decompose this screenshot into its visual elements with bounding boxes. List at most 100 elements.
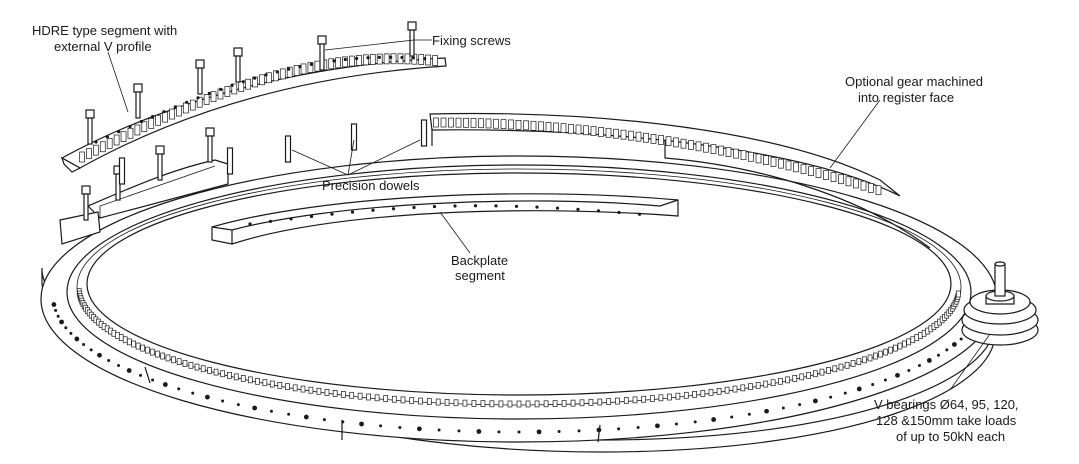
hdre-hole	[105, 135, 109, 139]
mounting-hole	[221, 399, 225, 403]
rack-tooth	[956, 290, 961, 298]
rack-tooth	[862, 356, 867, 364]
rack-tooth	[588, 399, 594, 406]
mounting-hole	[59, 319, 64, 325]
precision-dowels	[118, 119, 428, 185]
rack-tooth	[498, 400, 504, 408]
hdre-tooth	[335, 57, 342, 69]
gear-tooth	[673, 137, 679, 148]
rack-tooth	[826, 367, 831, 374]
rack-tooth	[902, 340, 907, 348]
rack-tooth	[579, 399, 585, 407]
backplate-hole	[309, 214, 314, 219]
screw-shank	[319, 43, 325, 71]
rack-tooth	[906, 338, 912, 346]
rack-tooth	[400, 396, 406, 404]
rack-tooth	[462, 399, 468, 407]
mounting-hole	[926, 358, 932, 363]
hdre-tooth	[369, 54, 376, 65]
screw-shank	[197, 67, 203, 95]
backplate-hole	[535, 205, 539, 209]
gear-tooth	[778, 158, 784, 169]
gear-tooth	[725, 147, 732, 157]
gear-tooth	[785, 160, 792, 171]
gear-tooth	[620, 129, 627, 140]
rack-tooth	[893, 344, 898, 352]
screw-shank	[135, 91, 141, 119]
rack-tooth	[357, 392, 363, 400]
mounting-hole	[730, 415, 734, 419]
dowel-pin	[284, 135, 292, 163]
mounting-hole	[577, 429, 581, 433]
rack-tooth	[269, 380, 275, 388]
screw-shank	[409, 29, 415, 57]
v-bearing	[961, 261, 1039, 346]
dowel-pin	[118, 157, 126, 185]
hdre-tooth	[99, 141, 106, 153]
rack-tooth	[763, 380, 769, 388]
hdre-hole	[117, 130, 121, 134]
gear-tooth	[748, 151, 754, 162]
mounting-hole	[871, 383, 875, 387]
mounting-hole	[936, 353, 940, 357]
label-v-bearings-line2: 128 &150mm take loads	[876, 413, 1017, 428]
upper-ring-segment	[429, 112, 931, 249]
hdre-tooth	[148, 118, 155, 129]
mounting-hole	[781, 406, 785, 410]
rack-tooth	[220, 370, 226, 378]
rack-tooth	[292, 384, 298, 392]
rack-tooth	[308, 386, 314, 394]
gear-tooth	[485, 118, 492, 129]
mounting-hole	[497, 430, 501, 434]
mounting-hole	[398, 425, 402, 429]
rack-tooth	[426, 398, 432, 405]
gear-tooth	[478, 118, 484, 129]
gear-tooth	[590, 126, 597, 136]
rack-tooth	[207, 367, 212, 374]
hdre-tooth	[231, 83, 238, 95]
rack-tooth	[149, 348, 155, 356]
rack-tooth	[194, 363, 200, 371]
rack-tooth	[366, 393, 371, 401]
hdre-tooth	[113, 134, 120, 146]
screw-head	[85, 109, 95, 119]
rack-tooth	[543, 400, 549, 408]
gear-tooth	[583, 125, 589, 136]
hdre-tooth	[127, 127, 134, 139]
rack-tooth	[873, 352, 878, 360]
hdre-tooth	[349, 55, 355, 67]
hdre-hole	[219, 87, 223, 91]
hdre-hole	[400, 55, 404, 60]
leader-dowel-b	[347, 139, 355, 176]
hdre-hole	[389, 55, 393, 59]
gear-tooth	[868, 183, 874, 193]
mounting-hole	[151, 378, 155, 382]
rack-tooth	[552, 400, 558, 407]
label-v-bearings-line1: V bearings Ø64, 95, 120,	[874, 397, 1019, 412]
rack-tooth	[806, 371, 811, 379]
rack-tooth	[897, 342, 903, 350]
rack-tooth	[176, 358, 182, 366]
rack-tooth	[262, 379, 268, 387]
rack-tooth	[799, 373, 805, 381]
hdre-tooth	[376, 53, 383, 65]
rack-tooth	[118, 334, 124, 341]
rack-tooth	[844, 361, 850, 369]
rack-tooth	[692, 391, 697, 398]
hdre-hole	[162, 110, 166, 114]
leader-hdre	[107, 51, 129, 113]
rack-tooth	[534, 400, 540, 408]
rack-tooth	[667, 393, 672, 401]
hdre-tooth	[307, 62, 314, 73]
rack-tooth	[213, 368, 219, 376]
upper-segment-teeth	[433, 117, 882, 196]
label-v-bearings-line3: of up to 50kN each	[896, 429, 1005, 444]
rack-tooth	[675, 392, 681, 400]
mounting-hole	[303, 414, 309, 420]
rack-tooth	[878, 350, 883, 358]
hdre-hole	[185, 100, 189, 104]
hdre-hole	[241, 80, 245, 84]
backplate-hole	[289, 217, 293, 221]
hdre-hole	[332, 59, 336, 63]
screw-head	[81, 185, 91, 195]
